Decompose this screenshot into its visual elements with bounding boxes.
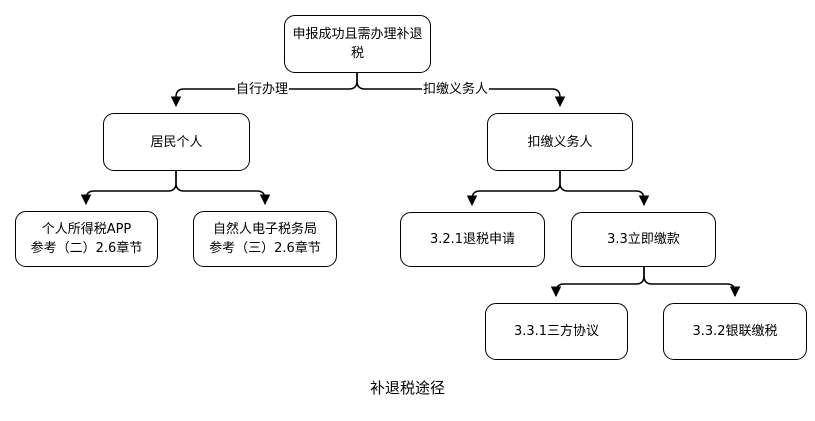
node-label: 3.3.1三方协议: [513, 324, 600, 339]
node-label: 居民个人: [150, 134, 203, 150]
node-personal-income-tax-app: 个人所得税APP 参考（二）2.6章节: [15, 211, 158, 267]
node-natural-person-etax-bureau: 自然人电子税务局 参考（三）2.6章节: [193, 211, 337, 267]
edge-paynow-unionpay: [643, 267, 741, 298]
node-resident-individual: 居民个人: [103, 113, 250, 171]
node-label: 3.3立即缴款: [607, 232, 680, 247]
diagram-caption: 补退税途径: [369, 379, 445, 397]
edge-resident-app: [80, 171, 177, 206]
edge-label-self-service: 自行办理: [235, 82, 290, 97]
node-unionpay-tax-payment: 3.3.2银联缴税: [663, 303, 807, 360]
node-label-line2: 参考（三）2.6章节: [209, 241, 321, 256]
edge-resident-etax: [175, 171, 271, 206]
node-label-line1: 自然人电子税务局: [212, 222, 317, 237]
node-label: 申报成功且需办理补退税: [292, 27, 423, 61]
node-declare-success: 申报成功且需办理补退税: [284, 15, 431, 73]
node-refund-application: 3.2.1退税申请: [400, 212, 545, 267]
node-label-line2: 参考（二）2.6章节: [30, 241, 143, 256]
edge-label-withholding-agent: 扣缴义务人: [422, 82, 490, 97]
node-label: 扣缴义务人: [527, 134, 593, 150]
node-label: 3.3.2银联缴税: [692, 324, 778, 339]
node-pay-immediately: 3.3立即缴款: [571, 212, 716, 267]
node-withholding-agent: 扣缴义务人: [487, 113, 633, 171]
node-label: 3.2.1退税申请: [429, 232, 516, 247]
edge-withholding-paynow: [559, 171, 650, 207]
edge-withholding-refund: [466, 171, 561, 207]
edge-paynow-tripartite: [550, 267, 645, 298]
node-tripartite-agreement: 3.3.1三方协议: [485, 303, 628, 360]
node-label-line1: 个人所得税APP: [41, 222, 132, 237]
